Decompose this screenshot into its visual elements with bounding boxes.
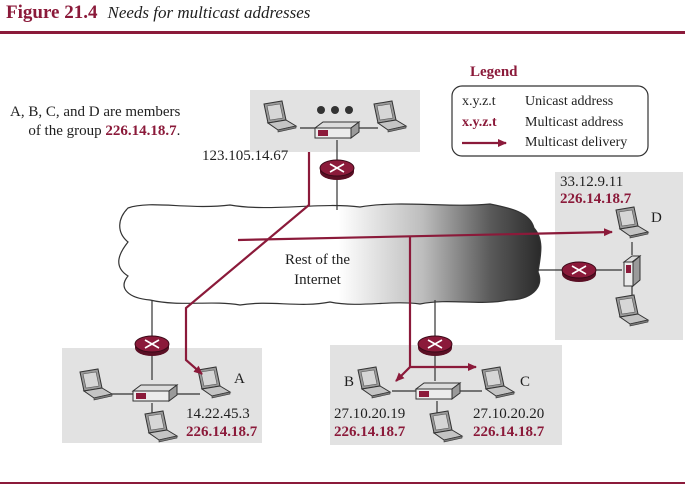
cloud-label: Rest of the Internet bbox=[285, 250, 350, 290]
router-d bbox=[561, 261, 597, 283]
host-d-multicast: 226.14.18.7 bbox=[560, 191, 632, 207]
legend-unicast-sample: x.y.z.t bbox=[462, 94, 496, 109]
host-d-unicast: 33.12.9.11 bbox=[560, 174, 624, 190]
cloud-label-line-2: Internet bbox=[294, 272, 341, 288]
host-b-label: B bbox=[344, 374, 355, 390]
members-prefix: of the group bbox=[28, 123, 106, 139]
host-a-label: A bbox=[234, 371, 245, 387]
dot-icon bbox=[331, 106, 339, 114]
footer-rule bbox=[0, 482, 685, 484]
legend-delivery-text: Multicast delivery bbox=[525, 135, 628, 150]
switch-a bbox=[132, 384, 178, 402]
members-line-1: A, B, C, and D are members bbox=[10, 104, 181, 120]
legend-box bbox=[451, 85, 649, 157]
source-switch bbox=[314, 121, 360, 139]
host-a-multicast: 226.14.18.7 bbox=[186, 424, 258, 440]
members-line-2: of the group 226.14.18.7. bbox=[10, 122, 180, 141]
host-c-unicast: 27.10.20.20 bbox=[473, 406, 545, 422]
host-c-label: C bbox=[520, 374, 531, 390]
switch-bc bbox=[415, 382, 461, 400]
source-router bbox=[319, 159, 355, 181]
cloud-label-line-1: Rest of the bbox=[285, 252, 350, 268]
members-note: A, B, C, and D are members of the group … bbox=[10, 103, 180, 141]
source-unicast: 123.105.14.67 bbox=[202, 148, 289, 164]
host-c-multicast: 226.14.18.7 bbox=[473, 424, 545, 440]
multicast-path-d bbox=[237, 228, 613, 242]
switch-d bbox=[622, 254, 642, 288]
host-b-multicast: 226.14.18.7 bbox=[334, 424, 406, 440]
router-bc bbox=[417, 335, 453, 357]
internet-cloud bbox=[118, 203, 542, 306]
figure-title: Figure 21.4 Needs for multicast addresses bbox=[6, 2, 310, 24]
legend-multicast-sample: x.y.z.t bbox=[462, 115, 497, 130]
members-group: 226.14.18.7 bbox=[105, 123, 177, 139]
legend-title: Legend bbox=[470, 64, 518, 80]
dot-icon bbox=[345, 106, 353, 114]
figure-number: Figure 21.4 bbox=[6, 2, 98, 23]
router-a bbox=[134, 335, 170, 357]
legend-multicast-text: Multicast address bbox=[525, 115, 624, 130]
header-rule bbox=[0, 31, 685, 34]
members-suffix: . bbox=[176, 123, 181, 139]
host-a-unicast: 14.22.45.3 bbox=[186, 406, 250, 422]
host-d-label: D bbox=[651, 210, 662, 226]
host-b-unicast: 27.10.20.19 bbox=[334, 406, 406, 422]
multicast-path-a bbox=[184, 152, 311, 375]
figure-caption: Needs for multicast addresses bbox=[107, 3, 311, 22]
dot-icon bbox=[317, 106, 325, 114]
legend-unicast-text: Unicast address bbox=[525, 94, 614, 109]
